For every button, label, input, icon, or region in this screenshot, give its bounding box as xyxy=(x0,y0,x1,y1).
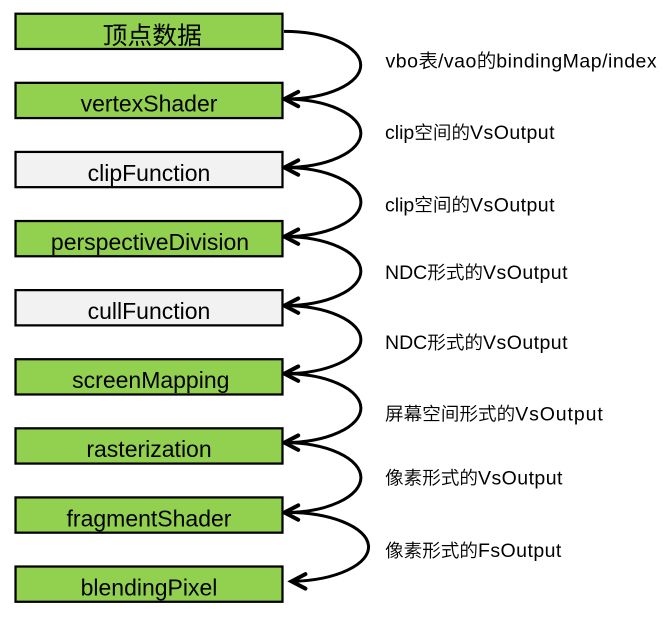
svg-text:perspectiveDivision: perspectiveDivision xyxy=(51,229,249,255)
svg-text:rasterization: rasterization xyxy=(86,436,211,462)
svg-text:fragmentShader: fragmentShader xyxy=(67,505,232,531)
svg-text:bindingMap/index: bindingMap/index xyxy=(496,51,657,73)
svg-text:VsOutput: VsOutput xyxy=(470,122,555,144)
svg-text:vertexShader: vertexShader xyxy=(81,91,218,117)
svg-text:VsOutput: VsOutput xyxy=(470,194,555,216)
svg-text:NDC: NDC xyxy=(385,332,427,354)
svg-text:VsOutput: VsOutput xyxy=(515,403,604,425)
svg-text:clip: clip xyxy=(385,122,414,144)
svg-text:/vao: /vao xyxy=(438,51,477,73)
svg-text:blendingPixel: blendingPixel xyxy=(81,574,218,600)
svg-text:clip: clip xyxy=(385,194,414,216)
svg-text:NDC: NDC xyxy=(385,262,427,284)
svg-text:cullFunction: cullFunction xyxy=(88,298,211,324)
svg-text:clipFunction: clipFunction xyxy=(88,160,211,186)
svg-text:VsOutput: VsOutput xyxy=(478,467,563,489)
svg-text:vbo: vbo xyxy=(386,51,419,73)
svg-text:VsOutput: VsOutput xyxy=(483,332,568,354)
svg-text:VsOutput: VsOutput xyxy=(483,262,568,284)
svg-text:FsOutput: FsOutput xyxy=(478,540,562,562)
svg-text:screenMapping: screenMapping xyxy=(72,367,229,393)
